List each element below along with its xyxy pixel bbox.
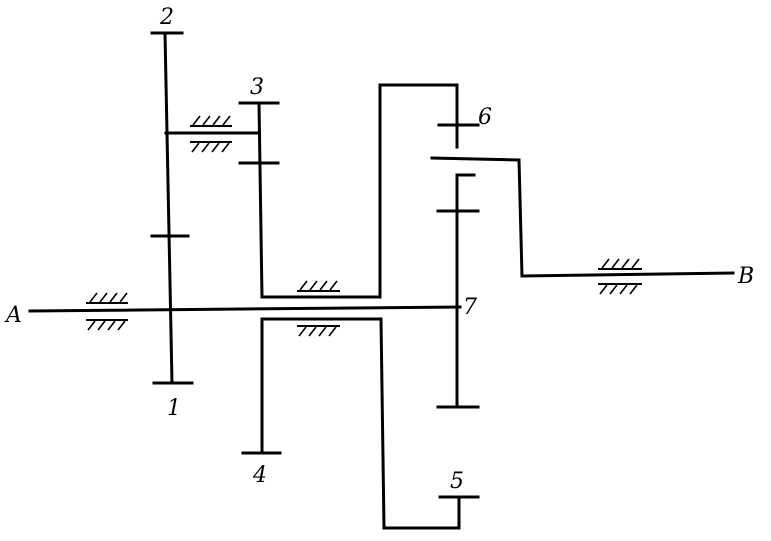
bearing-lower-sleeve	[297, 325, 340, 337]
label-gear-2: 2	[159, 5, 174, 30]
label-gear-7: 7	[463, 295, 477, 320]
input-shaft-a	[28, 305, 462, 313]
bearing-shaft-a	[86, 292, 128, 331]
label-b: B	[737, 264, 754, 289]
label-gear-4: 4	[252, 463, 267, 488]
gear-3-sleeve	[257, 83, 459, 299]
bearing-intermediate-shaft	[190, 115, 232, 153]
label-a: A	[4, 303, 22, 328]
gear-4-sleeve	[260, 317, 461, 530]
gear-1-2-disk	[163, 31, 174, 385]
output-shaft-b	[430, 156, 735, 278]
label-gear-6: 6	[478, 105, 492, 130]
bearing-upper-sleeve	[297, 280, 340, 292]
label-gear-3: 3	[250, 75, 264, 100]
bearing-shaft-b	[598, 258, 642, 295]
label-gear-1: 1	[167, 396, 181, 421]
label-gear-5: 5	[450, 469, 464, 494]
